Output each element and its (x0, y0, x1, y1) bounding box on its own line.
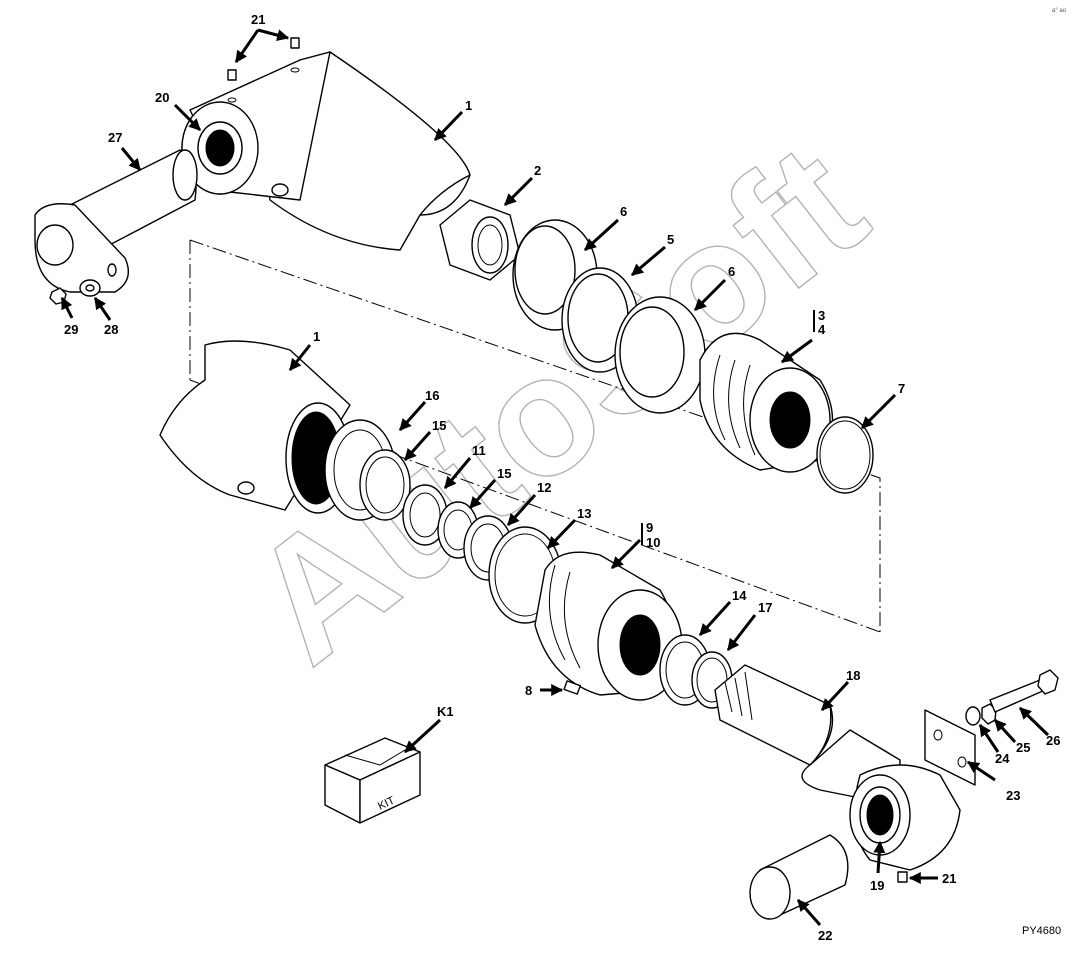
part-27-pin (34, 149, 198, 293)
callout-17: 17 (758, 600, 772, 615)
callout-7: 7 (898, 381, 905, 396)
corner-mark: a° ao (1052, 8, 1067, 14)
part-22-pin (749, 834, 849, 920)
part-3-4-gland (699, 332, 834, 473)
callout-arrows (60, 28, 1050, 926)
callout-19: 19 (870, 878, 884, 893)
callout-5: 5 (667, 232, 674, 247)
callout-21-bottom: 21 (942, 871, 956, 886)
callout-14: 14 (732, 588, 747, 603)
callout-23: 23 (1006, 788, 1020, 803)
callout-K1: K1 (437, 704, 454, 719)
callout-8: 8 (525, 683, 532, 698)
part-19-rod-eye (849, 764, 961, 871)
part-18-rod (714, 664, 901, 801)
part-1-barrel-upper (181, 51, 471, 251)
callout-25: 25 (1016, 740, 1030, 755)
part-6-spacer-rear (614, 296, 706, 414)
callout-3: 3 (818, 308, 825, 323)
callout-13: 13 (577, 506, 591, 521)
figure-id: PY4680 (1022, 925, 1061, 937)
part-23-plate (924, 709, 976, 786)
kit-box: KIT (324, 737, 421, 824)
part-15-ring-a (359, 449, 411, 521)
part-8-set-screw (563, 680, 581, 695)
callout-labels: 21 20 1 27 2 6 5 6 3 4 7 1 16 15 11 15 1… (64, 12, 1060, 943)
part-2-hex-nut (439, 199, 521, 281)
callout-22: 22 (818, 928, 832, 943)
callout-28: 28 (104, 322, 118, 337)
callout-18: 18 (846, 668, 860, 683)
callout-29: 29 (64, 322, 78, 337)
part-1-barrel-lower (159, 340, 351, 514)
callout-1-upper: 1 (465, 98, 472, 113)
part-21-grease-fitting-bottom (897, 871, 908, 883)
part-7-o-ring (816, 416, 874, 494)
callout-2: 2 (534, 163, 541, 178)
callout-16: 16 (425, 388, 439, 403)
callout-24: 24 (995, 751, 1010, 766)
callout-12: 12 (537, 480, 551, 495)
part-24-washer (965, 706, 981, 726)
callout-9: 9 (646, 520, 653, 535)
callout-15-b: 15 (497, 466, 511, 481)
callout-10: 10 (646, 535, 660, 550)
callout-20: 20 (155, 90, 169, 105)
part-9-10-piston (534, 551, 683, 701)
part-26-bolt (989, 669, 1059, 713)
callout-26: 26 (1046, 733, 1060, 748)
callout-11: 11 (472, 443, 486, 458)
callout-6-b: 6 (728, 264, 735, 279)
callout-21-top: 21 (251, 12, 265, 27)
callout-4: 4 (818, 322, 826, 337)
callout-6-a: 6 (620, 204, 627, 219)
callout-27: 27 (108, 130, 122, 145)
part-28-washer (79, 279, 101, 297)
part-21-grease-fitting-top (227, 37, 300, 81)
callout-15-a: 15 (432, 418, 446, 433)
callout-1-lower: 1 (313, 329, 320, 344)
